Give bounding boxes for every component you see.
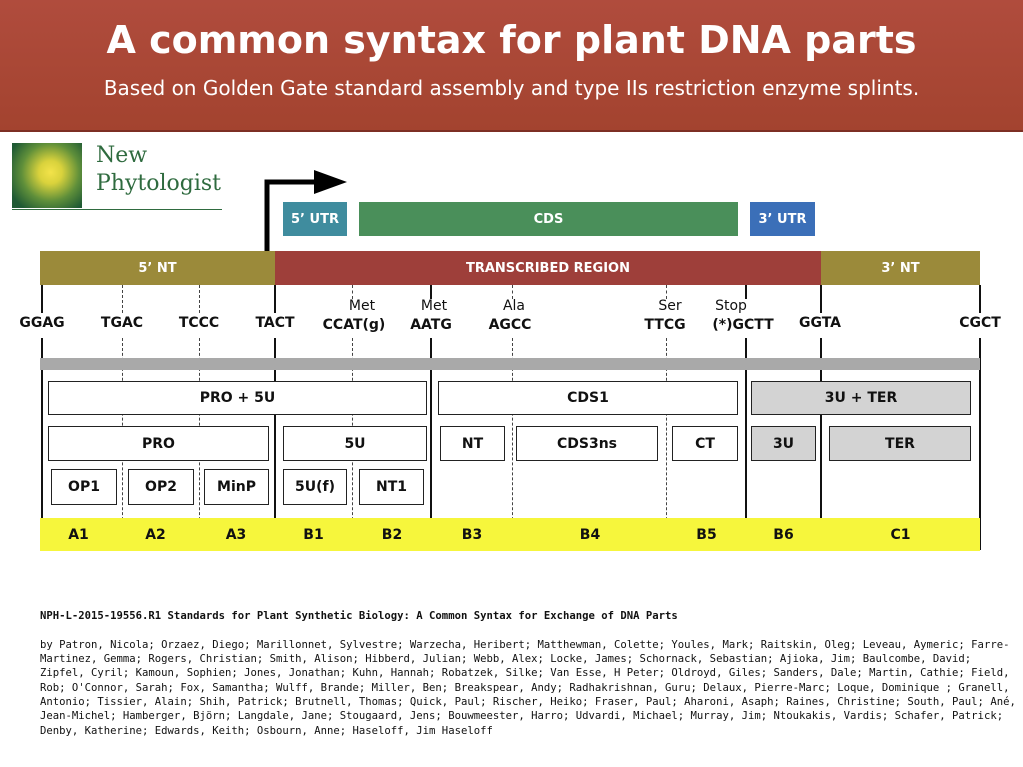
position-a3: A3 xyxy=(225,526,247,543)
overhang-seq: GGTA xyxy=(798,315,842,331)
region-5utr: 5’ UTR xyxy=(283,202,347,236)
position-b5: B5 xyxy=(696,526,717,543)
dashed-boundary xyxy=(199,285,200,313)
part-5uf: 5U(f) xyxy=(283,469,347,505)
region-cds: CDS xyxy=(359,202,738,236)
part-3u-ter: 3U + TER xyxy=(751,381,971,415)
dashed-boundary xyxy=(512,285,513,299)
overhang-aa: Met xyxy=(348,298,376,314)
boundary-line xyxy=(274,285,276,313)
boundary-line xyxy=(430,338,432,550)
overhang-aa: Ser xyxy=(658,298,682,314)
boundary-line xyxy=(820,338,822,550)
position-b6: B6 xyxy=(773,526,794,543)
part-minp: MinP xyxy=(204,469,269,505)
overhang-aa: Ala xyxy=(502,298,526,314)
dashed-boundary xyxy=(666,285,667,299)
dashed-boundary xyxy=(512,338,513,550)
overhang-seq: (*)GCTT xyxy=(712,317,774,333)
overhang-seq: TTCG xyxy=(644,317,686,333)
overhang-seq: TGAC xyxy=(100,315,144,331)
overhang-aa: Stop xyxy=(715,298,747,314)
region-5nt: 5’ NT xyxy=(40,251,275,285)
citation: NPH-L-2015-19556.R1 Standards for Plant … xyxy=(40,595,1020,738)
overhang-seq: AGCC xyxy=(488,317,532,333)
overhang-seq: CCAT(g) xyxy=(322,317,386,333)
position-b1: B1 xyxy=(303,526,324,543)
journal-logo: New Phytologist xyxy=(12,143,222,210)
position-a2: A2 xyxy=(145,526,166,543)
sunburst-logo-icon xyxy=(12,143,82,208)
part-ter: TER xyxy=(829,426,971,461)
overhang-seq: GGAG xyxy=(19,315,65,331)
overhang-seq: TCCC xyxy=(178,315,220,331)
part-op1: OP1 xyxy=(51,469,117,505)
region-3nt: 3’ NT xyxy=(821,251,980,285)
overhang-seq: AATG xyxy=(410,317,452,333)
position-a1: A1 xyxy=(68,526,89,543)
boundary-line xyxy=(274,338,276,550)
boundary-line xyxy=(41,285,43,313)
transcription-start-arrow-icon xyxy=(264,170,347,252)
boundary-line xyxy=(745,338,747,550)
boundary-line xyxy=(979,285,981,313)
backbone-bar xyxy=(40,358,980,370)
part-3u: 3U xyxy=(751,426,816,461)
position-c1: C1 xyxy=(890,526,911,543)
overhang-seq: CGCT xyxy=(959,315,1001,331)
boundary-line xyxy=(41,338,43,550)
part-pro-5u: PRO + 5U xyxy=(48,381,427,415)
citation-title: NPH-L-2015-19556.R1 Standards for Plant … xyxy=(40,610,678,623)
header-banner xyxy=(0,0,1023,132)
part-pro: PRO xyxy=(48,426,269,461)
boundary-line xyxy=(430,285,432,299)
page-title: A common syntax for plant DNA parts xyxy=(106,18,917,62)
position-b3: B3 xyxy=(461,526,483,543)
region-3utr: 3’ UTR xyxy=(750,202,815,236)
boundary-line xyxy=(745,285,747,299)
part-nt1: NT1 xyxy=(359,469,424,505)
part-ct: CT xyxy=(672,426,738,461)
part-op2: OP2 xyxy=(128,469,194,505)
part-cds3ns: CDS3ns xyxy=(516,426,658,461)
citation-authors: by Patron, Nicola; Orzaez, Diego; Marill… xyxy=(40,638,1016,737)
position-b4: B4 xyxy=(579,526,601,543)
logo-text-new: New xyxy=(96,143,148,168)
page-subtitle: Based on Golden Gate standard assembly a… xyxy=(103,76,920,100)
overhang-seq: TACT xyxy=(255,315,295,331)
dashed-boundary xyxy=(352,285,353,299)
region-transcribed: TRANSCRIBED REGION xyxy=(275,251,821,285)
overhang-aa: Met xyxy=(420,298,448,314)
boundary-line xyxy=(820,285,822,313)
boundary-line xyxy=(979,338,981,550)
part-5u: 5U xyxy=(283,426,427,461)
logo-text-phytologist: Phytologist xyxy=(96,171,222,196)
dashed-boundary xyxy=(666,338,667,550)
dashed-boundary xyxy=(122,285,123,313)
position-b2: B2 xyxy=(381,526,403,543)
position-bar xyxy=(40,518,980,551)
part-nt: NT xyxy=(440,426,505,461)
part-cds1: CDS1 xyxy=(438,381,738,415)
